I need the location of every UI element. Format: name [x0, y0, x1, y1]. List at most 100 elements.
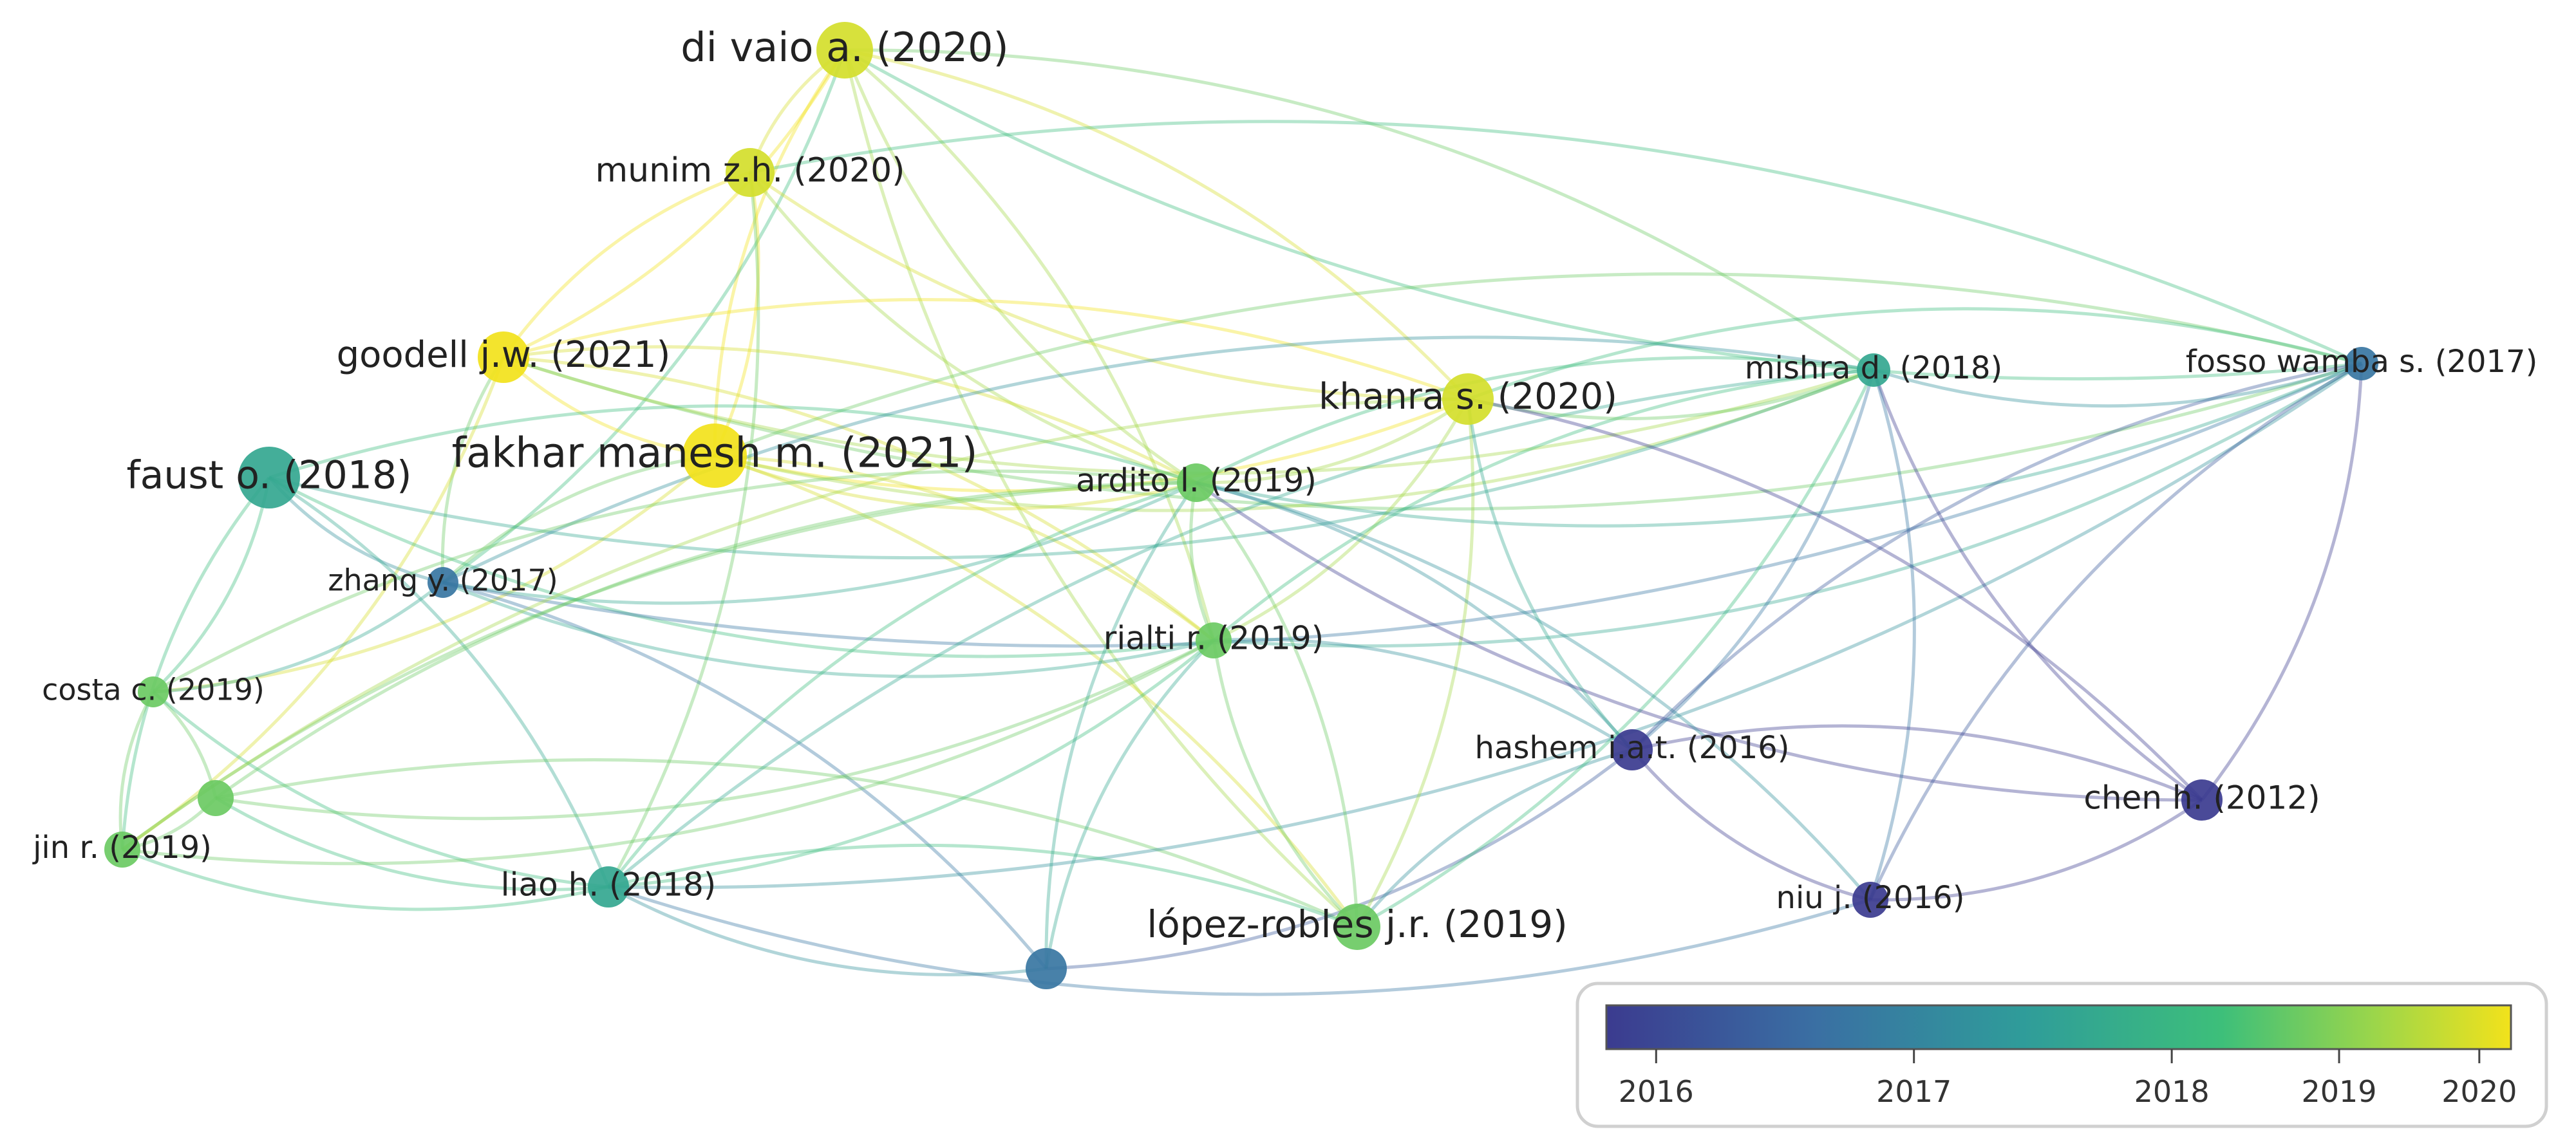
node-divaio[interactable] [816, 22, 873, 79]
link-jin-rialti [122, 638, 1215, 866]
link-zhang-fosso [442, 362, 2363, 648]
node-niu[interactable] [1852, 882, 1888, 918]
label-costa: costa c. (2019) [42, 673, 265, 707]
node-hashem[interactable] [1612, 729, 1653, 770]
label-fosso: fosso wamba s. (2017) [2186, 344, 2538, 380]
node-unl2[interactable] [1026, 948, 1067, 989]
link-goodell-khanra [503, 297, 1469, 401]
link-lopez-mishra [1356, 369, 1876, 929]
link-zhang-unl2 [442, 581, 1048, 970]
link-lopez-khanra [1355, 398, 1475, 928]
node-lopez[interactable] [1334, 904, 1380, 950]
legend-tick-label: 2016 [1619, 1074, 1694, 1109]
legend-tick-label: 2018 [2134, 1074, 2210, 1109]
link-ardito-mishra [1195, 356, 1874, 485]
link-liao-niu [608, 885, 1871, 996]
label-fakhar: fakhar manesh m. (2021) [452, 430, 978, 478]
link-rialti-fosso [1213, 362, 2363, 648]
link-mishra-fosso [1873, 362, 2362, 408]
link-munim-fakhar [713, 172, 760, 457]
node-fakhar[interactable] [682, 424, 747, 488]
link-goodell-ardito [503, 345, 1198, 485]
link-goodell-rialti [503, 355, 1215, 642]
link-faust-liao [268, 476, 610, 888]
link-divaio-ardito [843, 50, 1198, 485]
link-zhang-ardito [442, 481, 1198, 605]
node-rialti[interactable] [1196, 622, 1232, 658]
link-hashem-chen [1631, 724, 2203, 802]
link-munim-liao [606, 172, 760, 888]
node-fosso[interactable] [2345, 347, 2378, 380]
link-ardito-hashem [1196, 481, 1633, 751]
link-rialti-hashem [1213, 637, 1633, 752]
link-zhang-mishra [442, 335, 1874, 584]
link-fakhar-ardito [714, 454, 1197, 511]
link-ardito-niu [1196, 481, 1872, 901]
link-faust-jin [120, 476, 270, 850]
label-rialti: rialti r. (2019) [1104, 620, 1324, 657]
link-mishra-niu [1868, 369, 1916, 900]
link-divaio-rialti [843, 49, 1216, 641]
node-liao[interactable] [588, 866, 629, 908]
link-khanra-hashem [1466, 398, 1633, 751]
link-unl2-rialti [1044, 639, 1215, 969]
label-goodell: goodell j.w. (2021) [337, 334, 671, 376]
link-mishra-hashem [1631, 369, 1876, 751]
label-hashem: hashem i.a.t. (2016) [1474, 730, 1789, 766]
link-goodell-jin [121, 357, 505, 852]
node-costa[interactable] [138, 676, 169, 707]
link-unl1-rialti [215, 638, 1215, 821]
node-ardito[interactable] [1177, 463, 1216, 502]
link-liao-rialti [608, 639, 1215, 889]
link-munim-goodell [502, 171, 751, 358]
link-mishra-chen [1872, 369, 2203, 802]
node-khanra[interactable] [1442, 373, 1494, 425]
link-jin-liao [122, 848, 609, 911]
link-liao-lopez [608, 843, 1358, 929]
link-ardito-fosso [1196, 362, 2362, 528]
link-khanra-chen [1467, 397, 2203, 801]
link-fakhar-lopez [714, 454, 1359, 928]
legend-tick-label: 2017 [1876, 1074, 1951, 1109]
node-faust[interactable] [238, 447, 300, 508]
link-faust-mishra [268, 368, 1874, 560]
link-unl1-liao [214, 796, 609, 891]
label-divaio: di vaio a. (2020) [681, 24, 1008, 71]
link-ardito-chen [1195, 481, 2203, 802]
label-zhang: zhang y. (2017) [328, 563, 558, 598]
node-munim[interactable] [726, 148, 775, 197]
link-jin-khanra [121, 397, 1469, 852]
link-divaio-khanra [844, 48, 1469, 400]
node-goodell[interactable] [478, 331, 529, 383]
label-niu: niu j. (2016) [1776, 880, 1965, 916]
link-fakhar-mishra [714, 368, 1874, 512]
label-munim: munim z.h. (2020) [596, 151, 905, 190]
label-khanra: khanra s. (2020) [1319, 376, 1617, 418]
link-divaio-fakhar [713, 49, 847, 456]
label-lopez: lópez-robles j.r. (2019) [1147, 902, 1568, 946]
link-goodell-zhang [440, 356, 505, 583]
node-chen[interactable] [2181, 779, 2223, 821]
link-costa-liao [152, 691, 609, 889]
link-fakhar-fosso [714, 272, 2362, 458]
node-zhang[interactable] [428, 567, 458, 598]
link-unl1-lopez [215, 758, 1359, 929]
link-unl1-ardito [214, 481, 1197, 800]
link-lopez-rialti [1212, 640, 1359, 928]
link-liao-mishra [607, 368, 1874, 888]
legend-tick-label: 2020 [2441, 1074, 2517, 1109]
node-unl1[interactable] [198, 780, 234, 816]
link-ardito-khanra [1196, 397, 1469, 485]
link-goodell-fakhar [502, 356, 715, 458]
link-khanra-mishra [1467, 368, 1874, 420]
link-divaio-zhang [442, 50, 847, 584]
link-costa-jin [118, 691, 155, 850]
node-mishra[interactable] [1857, 353, 1890, 387]
citation-links [118, 48, 2364, 996]
node-jin[interactable] [104, 832, 140, 868]
link-fakhar-khanra [714, 397, 1469, 493]
link-munim-fosso [749, 120, 2363, 366]
